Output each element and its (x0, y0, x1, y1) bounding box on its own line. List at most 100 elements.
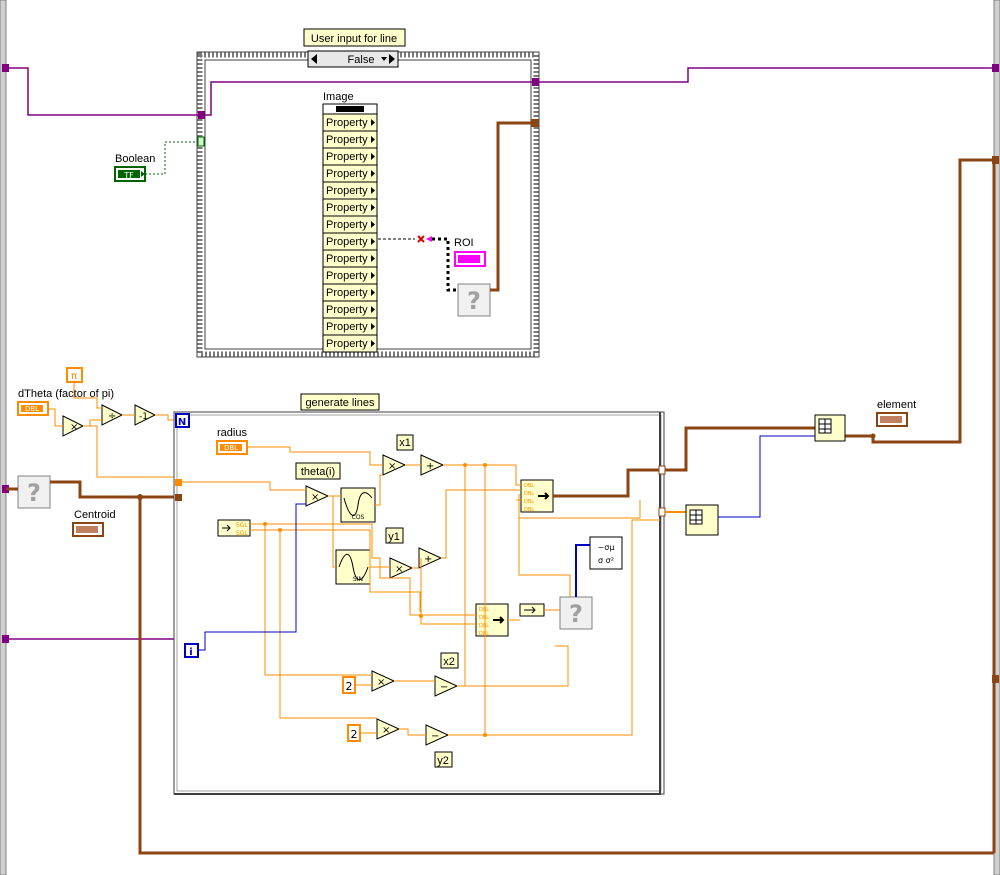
pi-constant-text: π (71, 371, 77, 382)
loop-count-terminal[interactable]: N (175, 413, 190, 428)
tunnel-right-top (992, 64, 999, 72)
cos-function-icon[interactable]: COS (340, 487, 376, 523)
dtheta-multiply-node[interactable]: × (62, 415, 85, 437)
loop-index-terminal[interactable]: i (184, 643, 199, 658)
svg-text:x2: x2 (443, 656, 455, 668)
svg-text:+: + (426, 461, 434, 472)
selector-decrement-icon[interactable] (311, 54, 317, 64)
to-cluster-node[interactable] (519, 603, 545, 617)
svg-text:DBL: DBL (524, 499, 534, 505)
unknown-control-icon[interactable]: ? (17, 475, 51, 509)
unknown-inner-subvi-icon[interactable]: ? (559, 596, 593, 630)
property-row-arrow-icon (371, 323, 375, 330)
property-row-arrow-icon (371, 238, 375, 245)
x2-multiply-node[interactable]: × (371, 670, 396, 692)
boolean-wire (145, 141, 198, 175)
unknown-subvi-icon[interactable]: ? (457, 283, 491, 317)
property-row-arrow-icon (371, 255, 375, 262)
dtheta-label: dTheta (factor of pi) (18, 388, 114, 400)
svg-text:N: N (178, 417, 186, 428)
svg-text:i: i (189, 647, 192, 658)
svg-text:DBL: DBL (479, 607, 489, 613)
y2-multiply-node[interactable]: × (376, 718, 401, 740)
two-constant-a[interactable]: 2 (342, 676, 356, 694)
property-node-label: Image (323, 91, 354, 103)
decrement-node[interactable]: -1 (134, 404, 157, 426)
roi-terminal[interactable] (454, 251, 486, 267)
radius-label: radius (217, 427, 247, 439)
case-label-text: User input for line (311, 33, 397, 45)
tunnel-left-mid (2, 485, 9, 493)
y1-multiply-node[interactable]: × (389, 557, 414, 579)
array-index-node-bottom[interactable] (685, 504, 719, 536)
element-indicator[interactable] (876, 412, 908, 427)
tunnel-case-out (532, 78, 539, 86)
property-row-arrow-icon (371, 153, 375, 160)
y1-add-node[interactable]: + (418, 547, 443, 569)
svg-text:x1: x1 (399, 437, 411, 449)
boolean-glyph: TF (123, 171, 134, 180)
left-frame-edge (0, 0, 7, 875)
theta-multiply-node[interactable]: × (305, 485, 330, 507)
property-row-arrow-icon (371, 221, 375, 228)
case-output-wire (490, 121, 535, 292)
svg-text:generate lines: generate lines (305, 397, 375, 409)
svg-text:2: 2 (351, 728, 358, 741)
array-index-node-top[interactable] (814, 414, 846, 442)
tunnel-left-top (2, 64, 9, 72)
property-row-label: Property (326, 304, 368, 316)
svg-text:SIN: SIN (353, 576, 363, 583)
two-constant-b[interactable]: 2 (347, 724, 361, 742)
property-row-label: Property (326, 117, 368, 129)
svg-text:-1: -1 (139, 412, 148, 422)
property-row-arrow-icon (371, 340, 375, 347)
tunnel-left-bottom (2, 635, 9, 643)
bundle-node-bottom[interactable]: DBL DBL DBL DBL (475, 603, 509, 637)
svg-text:×: × (311, 492, 319, 503)
sin-function-icon[interactable]: SIN (335, 549, 371, 585)
property-row-label: Property (326, 338, 368, 350)
output-wires (553, 158, 994, 498)
loop-tunnel-dtheta (175, 479, 182, 486)
centroid-wires (6, 160, 996, 855)
svg-text:×: × (382, 725, 390, 736)
case-selector[interactable]: False (307, 50, 399, 68)
svg-text:?: ? (27, 479, 41, 507)
centroid-terminal[interactable] (72, 522, 104, 537)
property-row-arrow-icon (371, 289, 375, 296)
x2-subtract-node[interactable]: − (434, 675, 459, 697)
svg-text:?: ? (569, 600, 583, 628)
svg-text:÷: ÷ (108, 411, 116, 422)
property-row-arrow-icon (371, 170, 375, 177)
statistics-function-icon[interactable]: ~σμ σ σ² (589, 536, 623, 570)
property-row-arrow-icon (371, 204, 375, 211)
svg-text:SGL: SGL (236, 522, 248, 529)
selector-increment-icon[interactable] (389, 54, 395, 64)
svg-text:×: × (70, 422, 78, 433)
boolean-label: Boolean (115, 153, 155, 165)
svg-text:2: 2 (346, 680, 353, 693)
property-row-label: Property (326, 168, 368, 180)
bundle-node-top[interactable]: DBL DBL DBL DBL (520, 479, 554, 513)
property-row-label: Property (326, 270, 368, 282)
case-output-tunnel (531, 119, 539, 127)
property-row-label: Property (326, 202, 368, 214)
divide-node[interactable]: ÷ (101, 404, 124, 426)
svg-text:DBL: DBL (524, 483, 534, 489)
property-row-label: Property (326, 151, 368, 163)
dtheta-control[interactable]: DBL (17, 401, 49, 416)
radius-control[interactable]: DBL (216, 440, 248, 455)
property-node[interactable]: PropertyPropertyPropertyPropertyProperty… (322, 103, 378, 353)
property-row-arrow-icon (371, 119, 375, 126)
unbundle-node[interactable]: SGL SGL (217, 519, 251, 537)
property-row[interactable] (322, 334, 378, 353)
element-label: element (877, 399, 916, 411)
svg-text:σ σ²: σ σ² (598, 556, 614, 565)
boolean-terminal[interactable]: TF (114, 166, 146, 182)
pi-constant[interactable]: π (66, 367, 83, 383)
selector-dropdown-icon[interactable] (381, 57, 387, 61)
property-row-label: Property (326, 287, 368, 299)
svg-text:−: − (431, 731, 439, 742)
property-row-arrow-icon (371, 136, 375, 143)
svg-text:DBL: DBL (524, 491, 534, 497)
